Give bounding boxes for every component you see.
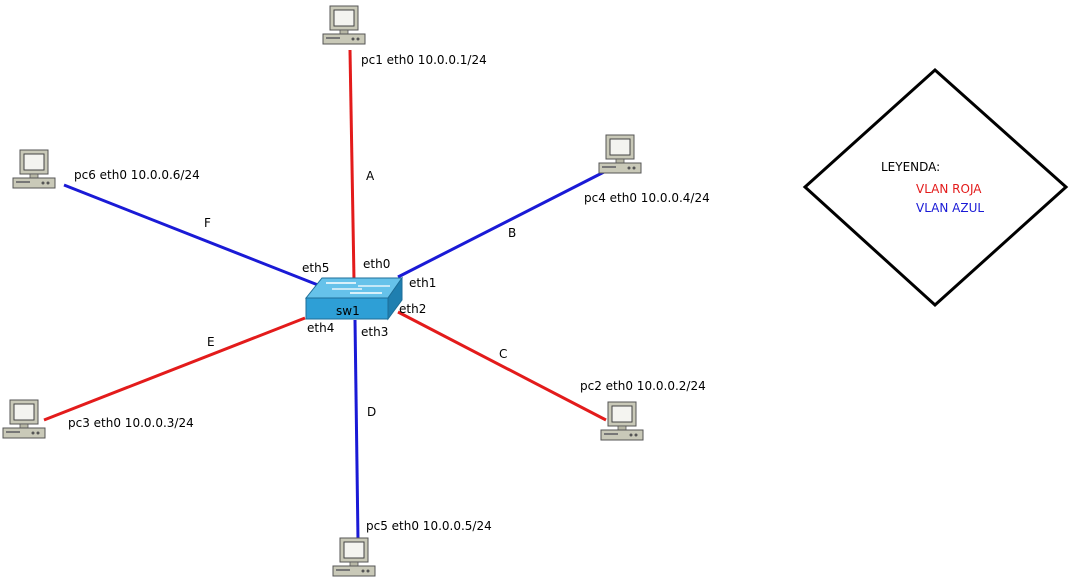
legend-vlan-roja: VLAN ROJA (916, 182, 982, 196)
port-eth2-label: eth2 (399, 302, 426, 316)
legend: LEYENDA: VLAN ROJA VLAN AZUL (802, 67, 1069, 308)
link-c-label: C (499, 347, 507, 361)
pc2-label: pc2 eth0 10.0.0.2/24 (580, 379, 706, 393)
legend-title: LEYENDA: (881, 160, 940, 174)
pc3-computer-icon[interactable] (2, 399, 46, 439)
link-e-label: E (207, 335, 215, 349)
link-e-line (43, 316, 306, 422)
legend-diamond (802, 67, 1069, 308)
link-a-label: A (366, 169, 375, 183)
switch-name-label: sw1 (336, 304, 360, 318)
link-d-label: D (367, 405, 376, 419)
pc6-computer-icon[interactable] (12, 149, 56, 189)
port-eth3-label: eth3 (361, 325, 388, 339)
pc4-computer-icon[interactable] (598, 134, 642, 174)
port-eth0-label: eth0 (363, 257, 390, 271)
link-f-label: F (204, 216, 211, 230)
link-b-label: B (508, 226, 516, 240)
pc1-label: pc1 eth0 10.0.0.1/24 (361, 53, 487, 67)
link-c-line (397, 310, 607, 422)
port-eth5-label: eth5 (302, 261, 329, 275)
port-eth1-label: eth1 (409, 276, 436, 290)
link-a-line (348, 49, 356, 281)
pc2-computer-icon[interactable] (600, 401, 644, 441)
pc4-label: pc4 eth0 10.0.0.4/24 (584, 191, 710, 205)
link-b-line (397, 170, 605, 279)
pc3-label: pc3 eth0 10.0.0.3/24 (68, 416, 194, 430)
port-eth4-label: eth4 (307, 321, 334, 335)
pc5-computer-icon[interactable] (332, 537, 376, 577)
link-d-line (353, 319, 360, 541)
link-f-line (63, 183, 319, 287)
legend-vlan-azul: VLAN AZUL (916, 201, 984, 215)
switch-icon[interactable]: sw1 (304, 276, 403, 321)
pc6-label: pc6 eth0 10.0.0.6/24 (74, 168, 200, 182)
pc5-label: pc5 eth0 10.0.0.5/24 (366, 519, 492, 533)
pc1-computer-icon[interactable] (322, 5, 366, 45)
